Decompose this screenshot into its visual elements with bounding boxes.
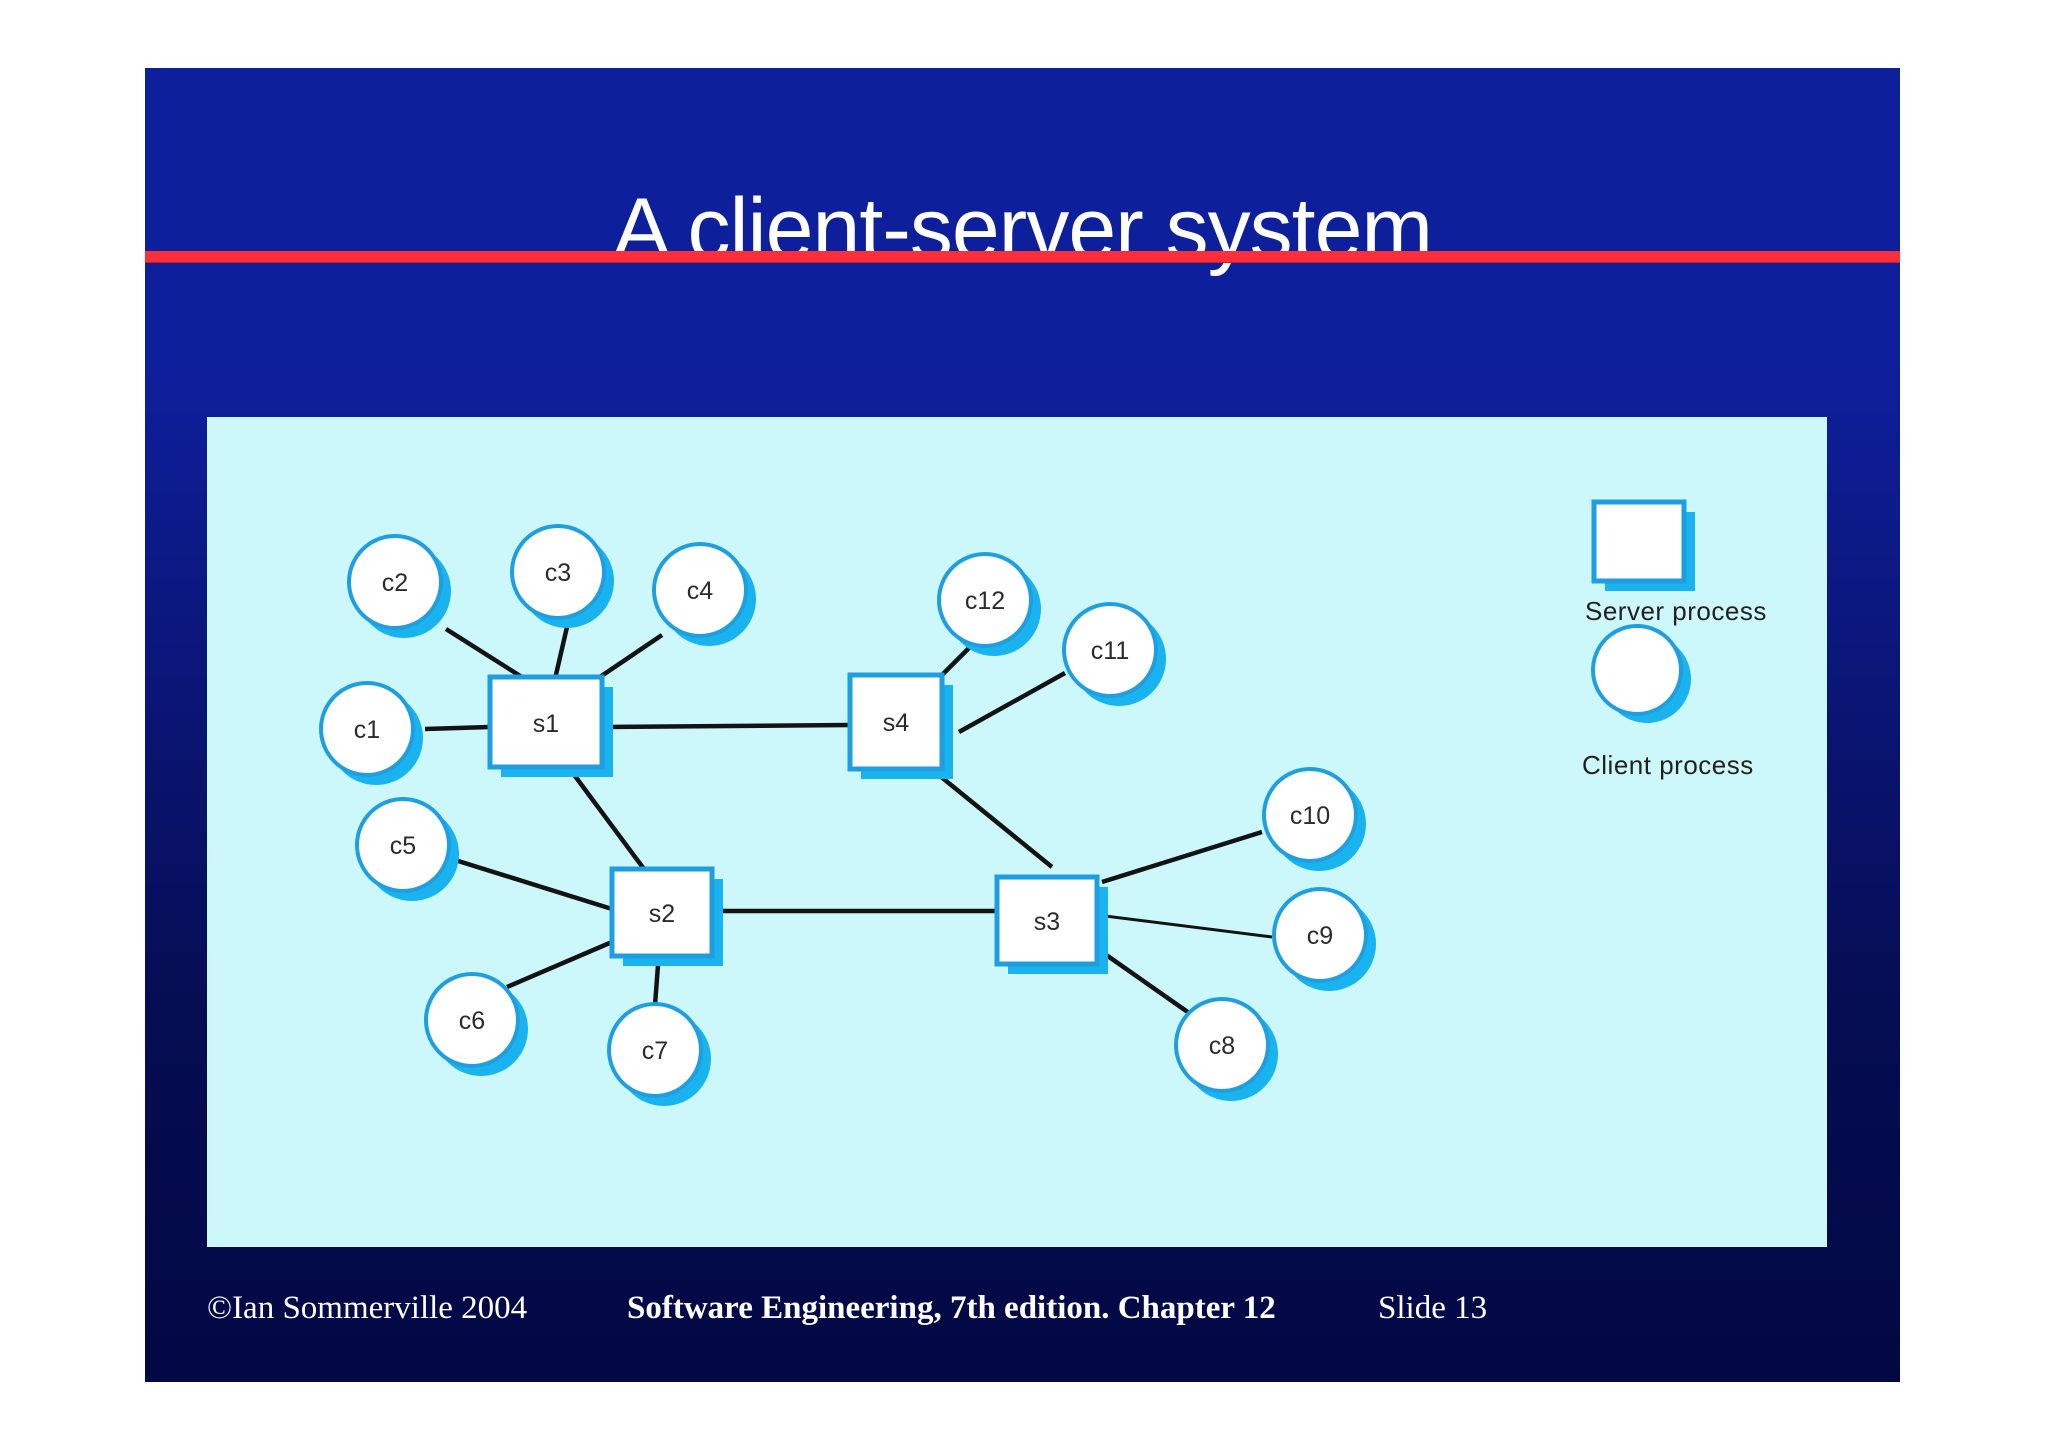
node-label: s4 (883, 709, 910, 737)
edge-c3-s1 (552, 626, 570, 680)
edge-c2-s1 (444, 627, 527, 681)
node-label: c12 (965, 587, 1005, 615)
node-label: c3 (545, 559, 571, 587)
legend-server-swatch (1591, 499, 1695, 591)
edge-s1-s4 (601, 722, 851, 730)
server-nodes: s1 s2 s3 s4 (487, 672, 1108, 974)
node-label: c9 (1307, 922, 1333, 950)
node-label: c7 (642, 1037, 668, 1065)
node-c10[interactable]: c10 (1262, 767, 1366, 871)
footer-slide-number: Slide 13 (1378, 1290, 1488, 1326)
diagram-legend: Server process Client process (1582, 499, 1767, 780)
edge-c5-s2 (454, 857, 613, 912)
edge-s1-s2 (570, 770, 646, 871)
node-c4[interactable]: c4 (652, 542, 756, 646)
node-c11[interactable]: c11 (1062, 602, 1166, 706)
edge-group (424, 626, 1273, 1017)
node-label: s2 (649, 900, 675, 928)
edge-s3-c10 (1101, 829, 1263, 885)
edge-s4-s3 (927, 765, 1054, 869)
footer-reference: Software Engineering, 7th edition. Chapt… (627, 1290, 1276, 1326)
node-label: c8 (1209, 1032, 1235, 1060)
presentation-slide: A client-server system (145, 68, 1900, 1382)
node-c1[interactable]: c1 (319, 681, 423, 785)
node-c6[interactable]: c6 (424, 972, 528, 1076)
node-s4[interactable]: s4 (847, 672, 953, 779)
node-label: c5 (390, 832, 416, 860)
node-s1[interactable]: s1 (487, 674, 613, 777)
node-c3[interactable]: c3 (510, 524, 614, 628)
node-label: c11 (1091, 637, 1129, 665)
node-label: c10 (1290, 802, 1330, 830)
edge-c4-s1 (595, 633, 664, 681)
edge-s3-c8 (1100, 950, 1194, 1017)
node-c12[interactable]: c12 (937, 552, 1041, 656)
diagram-panel: c2 c3 c4 c1 (207, 417, 1827, 1247)
page-title: A client-server system (612, 181, 1433, 277)
node-label: c1 (354, 716, 380, 744)
title-divider-line (145, 251, 1900, 262)
node-label: c2 (382, 569, 408, 597)
node-label: c6 (459, 1007, 485, 1035)
footer-copyright: ©Ian Sommerville 2004 (207, 1290, 528, 1326)
node-c2[interactable]: c2 (347, 534, 451, 638)
node-c9[interactable]: c9 (1272, 887, 1376, 991)
node-label: s1 (533, 710, 559, 738)
legend-client-swatch (1591, 624, 1691, 723)
node-c7[interactable]: c7 (607, 1002, 711, 1106)
client-server-diagram: c2 c3 c4 c1 (319, 499, 1767, 1106)
node-s2[interactable]: s2 (609, 866, 723, 966)
node-c8[interactable]: c8 (1174, 997, 1278, 1101)
edge-s4-c12 (940, 643, 974, 677)
node-label: c4 (687, 577, 714, 605)
edge-s3-c9 (1104, 914, 1273, 939)
legend-client-label: Client process (1582, 750, 1754, 780)
node-s3[interactable]: s3 (994, 874, 1108, 974)
node-label: s3 (1034, 908, 1060, 936)
edge-c6-s2 (506, 939, 613, 990)
edge-c1-s1 (424, 724, 491, 732)
legend-server-label: Server process (1585, 596, 1767, 626)
client-nodes: c2 c3 c4 c1 (319, 524, 1376, 1106)
edge-s4-c11 (957, 671, 1067, 734)
node-c5[interactable]: c5 (355, 797, 459, 901)
